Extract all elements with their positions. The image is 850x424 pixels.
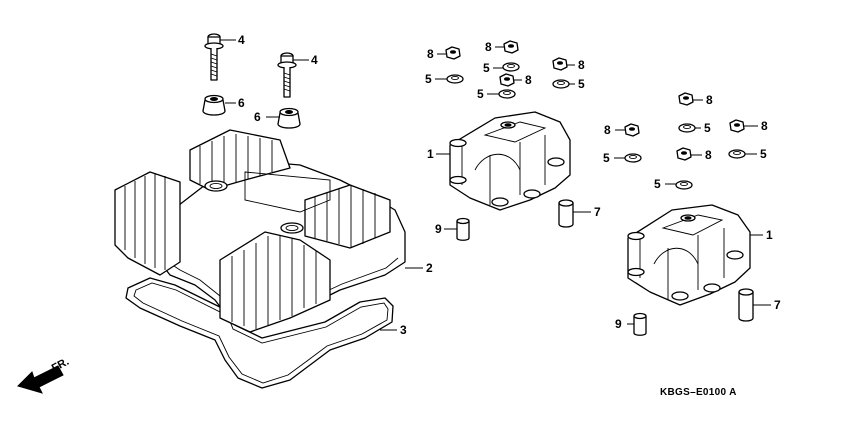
callout-collar-left: 7 <box>594 205 601 219</box>
callout-collar-right: 7 <box>774 298 781 312</box>
collar-left[interactable] <box>558 199 574 228</box>
nut-b[interactable] <box>503 40 519 54</box>
callout-grommet-right: 6 <box>254 110 261 124</box>
callout-dowel-right: 9 <box>615 317 622 331</box>
callout-nut-e: 8 <box>706 93 713 107</box>
nut-a[interactable] <box>445 46 461 60</box>
grommet-left[interactable] <box>202 94 226 116</box>
callout-washer-d: 5 <box>477 87 484 101</box>
bolt-right[interactable] <box>277 52 297 98</box>
callout-washer-f: 5 <box>603 151 610 165</box>
diagram-part-code: KBGS–E0100 A <box>660 387 737 398</box>
front-direction-indicator: FR. <box>17 356 71 394</box>
callout-washer-g: 5 <box>760 147 767 161</box>
dowel-pin-right[interactable] <box>633 312 647 336</box>
cylinder-head-cover[interactable] <box>114 129 406 333</box>
nut-g[interactable] <box>729 119 745 133</box>
callout-nut-h: 8 <box>705 148 712 162</box>
callout-bolt-left: 4 <box>238 33 245 47</box>
callout-nut-c: 8 <box>578 58 585 72</box>
nut-h[interactable] <box>676 147 692 161</box>
dowel-pin-left[interactable] <box>456 217 470 241</box>
washer-g[interactable] <box>728 149 746 159</box>
front-arrow-icon <box>17 365 64 394</box>
washer-h[interactable] <box>675 180 693 190</box>
callout-washer-b: 5 <box>483 61 490 75</box>
callout-nut-g: 8 <box>761 119 768 133</box>
camshaft-holder-right[interactable] <box>627 204 751 306</box>
callout-labels: 4 4 6 6 2 3 1 1 9 9 7 7 8 8 8 8 8 8 8 8 … <box>238 33 781 337</box>
washer-b[interactable] <box>502 62 520 72</box>
front-label: FR. <box>50 356 71 375</box>
washer-e[interactable] <box>678 123 696 133</box>
washer-c[interactable] <box>552 79 570 89</box>
washer-d[interactable] <box>498 89 516 99</box>
grommet-right[interactable] <box>277 107 301 129</box>
nut-f[interactable] <box>624 123 640 137</box>
nut-d[interactable] <box>499 73 515 87</box>
callout-nut-b: 8 <box>485 40 492 54</box>
camshaft-holder-left[interactable] <box>449 111 571 211</box>
washer-f[interactable] <box>624 153 642 163</box>
washer-a[interactable] <box>446 74 464 84</box>
bolt-left[interactable] <box>204 33 224 81</box>
callout-gasket: 3 <box>400 323 407 337</box>
callout-washer-c: 5 <box>578 77 585 91</box>
callout-washer-h: 5 <box>654 177 661 191</box>
nut-c[interactable] <box>552 57 568 71</box>
callout-dowel-left: 9 <box>435 222 442 236</box>
callout-bolt-right: 4 <box>311 53 318 67</box>
callout-holder-left: 1 <box>427 147 434 161</box>
callout-grommet-left: 6 <box>238 96 245 110</box>
callout-holder-right: 1 <box>766 228 773 242</box>
callout-nut-a: 8 <box>427 47 434 61</box>
nut-e[interactable] <box>678 92 694 106</box>
callout-washer-a: 5 <box>425 72 432 86</box>
leader-lines <box>220 39 771 331</box>
collar-right[interactable] <box>738 288 754 322</box>
callout-nut-f: 8 <box>604 123 611 137</box>
callout-nut-d: 8 <box>525 73 532 87</box>
callout-cover: 2 <box>426 261 433 275</box>
callout-washer-e: 5 <box>704 121 711 135</box>
